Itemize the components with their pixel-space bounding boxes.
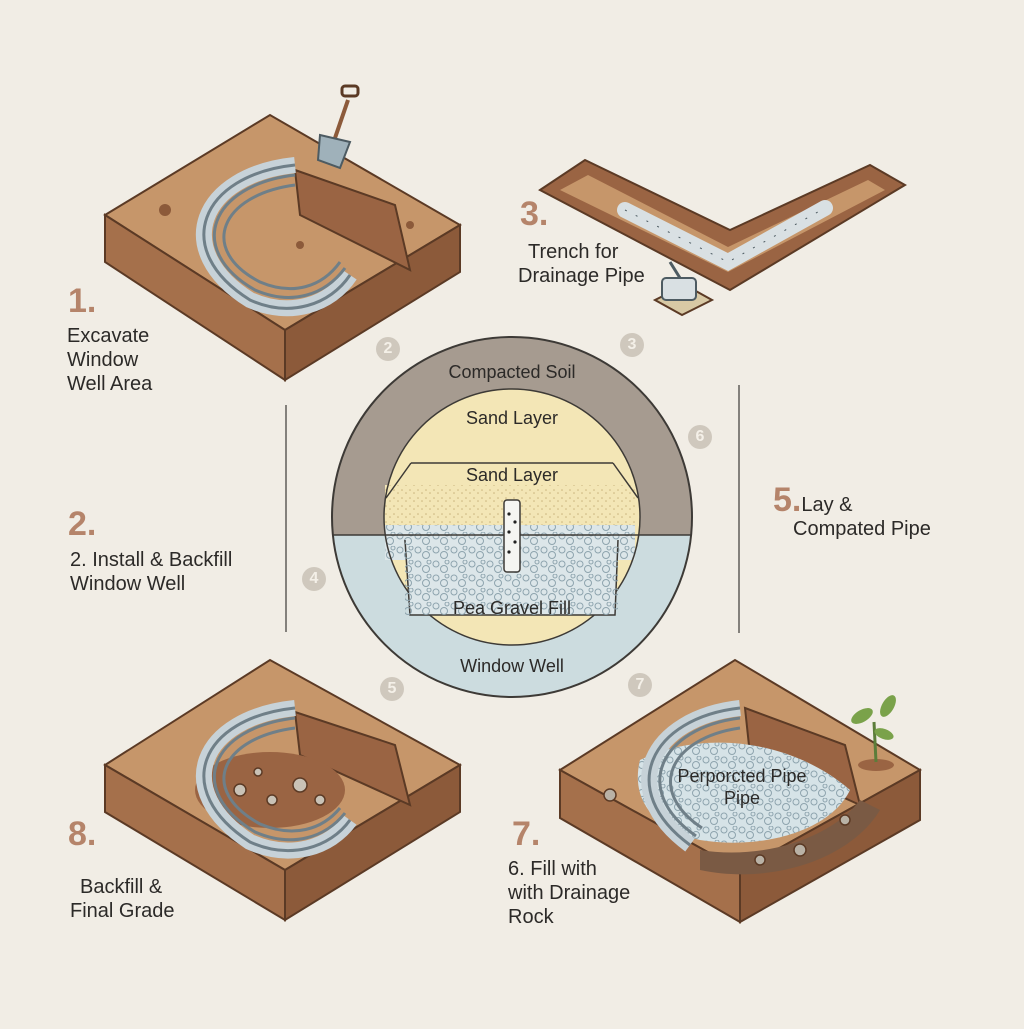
step-3-number: 3. [520,195,549,233]
window-well-metal [195,700,357,859]
step-2-number: 2. [68,505,97,543]
excavation-tile [103,84,462,382]
plate-compactor-icon [652,261,715,317]
layer-label-sand-inner: Sand Layer [466,465,558,485]
drainage-pipe [617,200,833,272]
window-well-metal [641,700,741,852]
perforated-pipe [503,499,521,573]
tile-label-line1: Perporcted Pipe [677,766,806,786]
badge-2: 2 [376,337,400,361]
layer-label-sand-top: Sand Layer [466,408,558,428]
step-5-number: 5. [773,481,802,519]
step-1-label: Excavate Window Well Area [67,325,153,395]
badge-3: 3 [620,333,644,357]
tile-label-line2: Pipe [724,788,760,808]
step-1-number: 1. [68,282,97,320]
backfill-tile [103,658,463,922]
trench-tile [538,158,907,317]
step-7-label: 6. Fill with with Drainage Rock [508,858,631,928]
layer-label-pea-gravel: Pea Gravel Fill [453,598,571,618]
step-2-label: 2. Install & Backfill Window Well [70,549,233,595]
step-8-label: Backfill & Final Grade [70,876,175,922]
badge-6: 6 [688,425,712,449]
window-well-metal [195,157,357,317]
shovel-icon [316,84,360,170]
step-7-number: 7. [512,815,541,853]
badge-5: 5 [380,677,404,701]
seedling-icon [851,695,896,771]
step-3-label: Trench for Drainage Pipe [518,241,645,287]
step-5-label: 5.Lay & Compated Pipe [773,481,931,540]
cross-section-diagram: Compacted Soil Sand Layer Sand Layer Pea… [331,336,693,698]
badge-4: 4 [302,567,326,591]
layer-label-compacted-soil: Compacted Soil [448,362,575,382]
badge-7: 7 [628,673,652,697]
drainage-rock-tile: Perporcted Pipe Pipe [558,658,923,924]
layer-label-window-well: Window Well [460,656,564,676]
step-8-number: 8. [68,815,97,853]
